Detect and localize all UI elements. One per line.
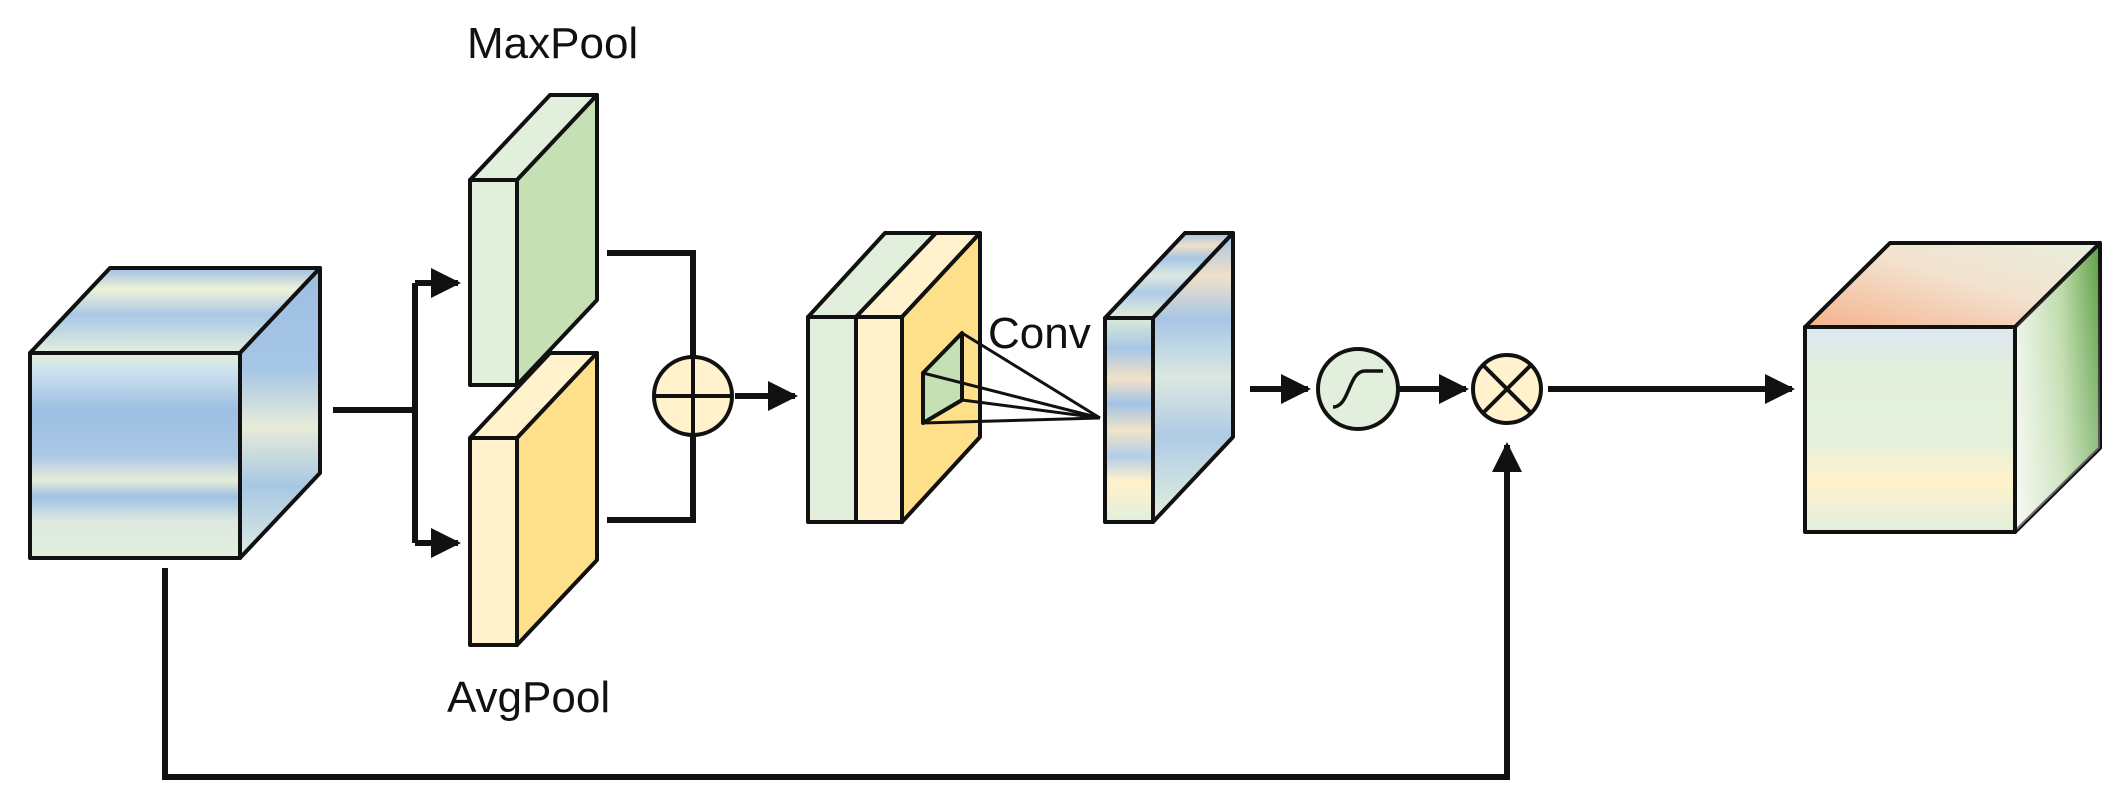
input-feature-cube xyxy=(28,266,322,560)
edge-skip-connection xyxy=(162,442,1522,780)
multiply-operator xyxy=(1471,353,1543,425)
maxpool-label: MaxPool xyxy=(467,19,638,68)
conv-label: Conv xyxy=(988,309,1091,358)
times-line-2 xyxy=(1481,363,1533,415)
sigmoid-curve-icon xyxy=(1332,369,1383,409)
conv-projection-lines xyxy=(922,331,1101,425)
avgpool-map xyxy=(468,351,599,647)
sigmoid-operator xyxy=(1316,347,1400,431)
maxpool-map xyxy=(468,93,599,387)
avgpool-label: AvgPool xyxy=(447,673,610,722)
conv-output-map xyxy=(1103,231,1235,524)
concat-map xyxy=(806,231,982,524)
input-cube-front xyxy=(28,351,242,560)
output-cube-side-shade xyxy=(2015,243,2100,532)
output-feature-cube xyxy=(1803,241,2102,534)
add-operator xyxy=(652,355,734,437)
output-cube-front xyxy=(1803,325,2017,534)
